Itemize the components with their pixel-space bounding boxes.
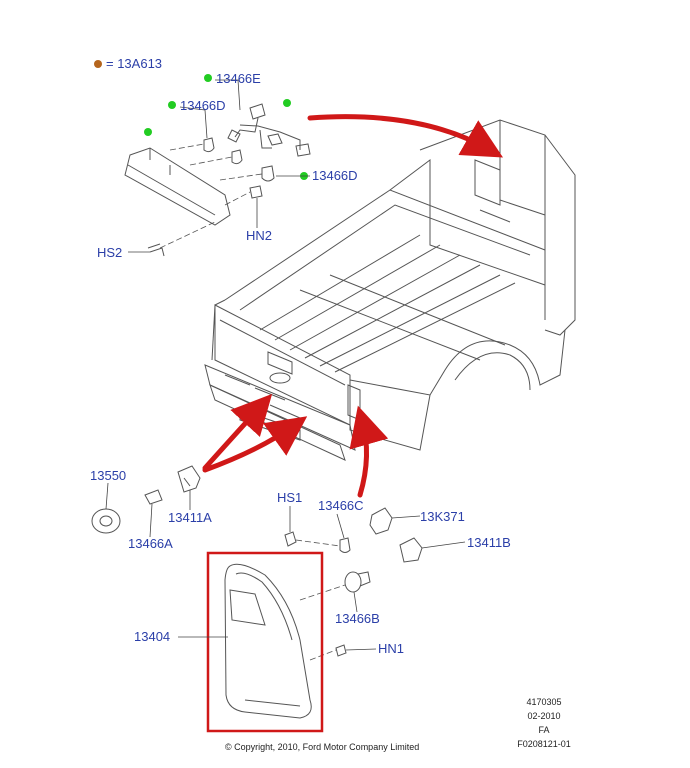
arrow-to-cab: [307, 114, 504, 158]
arrow-to-left-lamp-2: [202, 416, 308, 473]
legend: = 13A613: [94, 56, 162, 71]
revision-date: 02-2010: [527, 711, 560, 721]
tail-lamp-assembly: [224, 507, 423, 719]
label-13404: 13404: [134, 629, 170, 644]
reference-number: 4170305: [526, 697, 561, 707]
high-mount-stop-lamp: [124, 147, 231, 226]
label-13411A: 13411A: [168, 510, 212, 525]
label-13466C: 13466C: [318, 498, 364, 513]
truck-bed-illustration: [204, 119, 576, 461]
bulbs-top: [147, 137, 275, 257]
label-13K371: 13K371: [420, 509, 465, 524]
arrow-to-right-lamp: [349, 405, 389, 498]
label-HN2: HN2: [246, 228, 272, 243]
legend-text: = 13A613: [106, 56, 162, 71]
label-13466E: 13466E: [216, 71, 261, 86]
marker-icon: [144, 128, 152, 136]
revision-code: FA: [538, 725, 549, 735]
footer: © Copyright, 2010, Ford Motor Company Li…: [225, 697, 571, 752]
part-labels: 13466E 13466D 13466D HN2 HS2 13550 13411…: [90, 71, 511, 656]
arrow-to-left-lamp: [202, 393, 273, 471]
leader-lines: [105, 79, 466, 651]
marker-icon: [204, 74, 212, 82]
highlight-frame: [206, 551, 324, 733]
label-HN1: HN1: [378, 641, 404, 656]
copyright-text: © Copyright, 2010, Ford Motor Company Li…: [225, 742, 419, 752]
label-13411B: 13411B: [467, 535, 511, 550]
label-13466D-right: 13466D: [312, 168, 358, 183]
assembly-dashed-lines: [159, 143, 263, 249]
wiring-harness: [227, 103, 311, 157]
label-13466B: 13466B: [335, 611, 380, 626]
label-HS2: HS2: [97, 245, 122, 260]
legend-marker-icon: [94, 60, 102, 68]
marker-icon: [168, 101, 176, 109]
callout-arrows: [202, 114, 504, 498]
figure-id: F0208121-01: [517, 739, 571, 749]
label-13550: 13550: [90, 468, 126, 483]
label-13466D-top: 13466D: [180, 98, 226, 113]
label-HS1: HS1: [277, 490, 302, 505]
marker-icon: [283, 99, 291, 107]
label-13466A: 13466A: [128, 536, 173, 551]
green-markers: [144, 74, 308, 180]
